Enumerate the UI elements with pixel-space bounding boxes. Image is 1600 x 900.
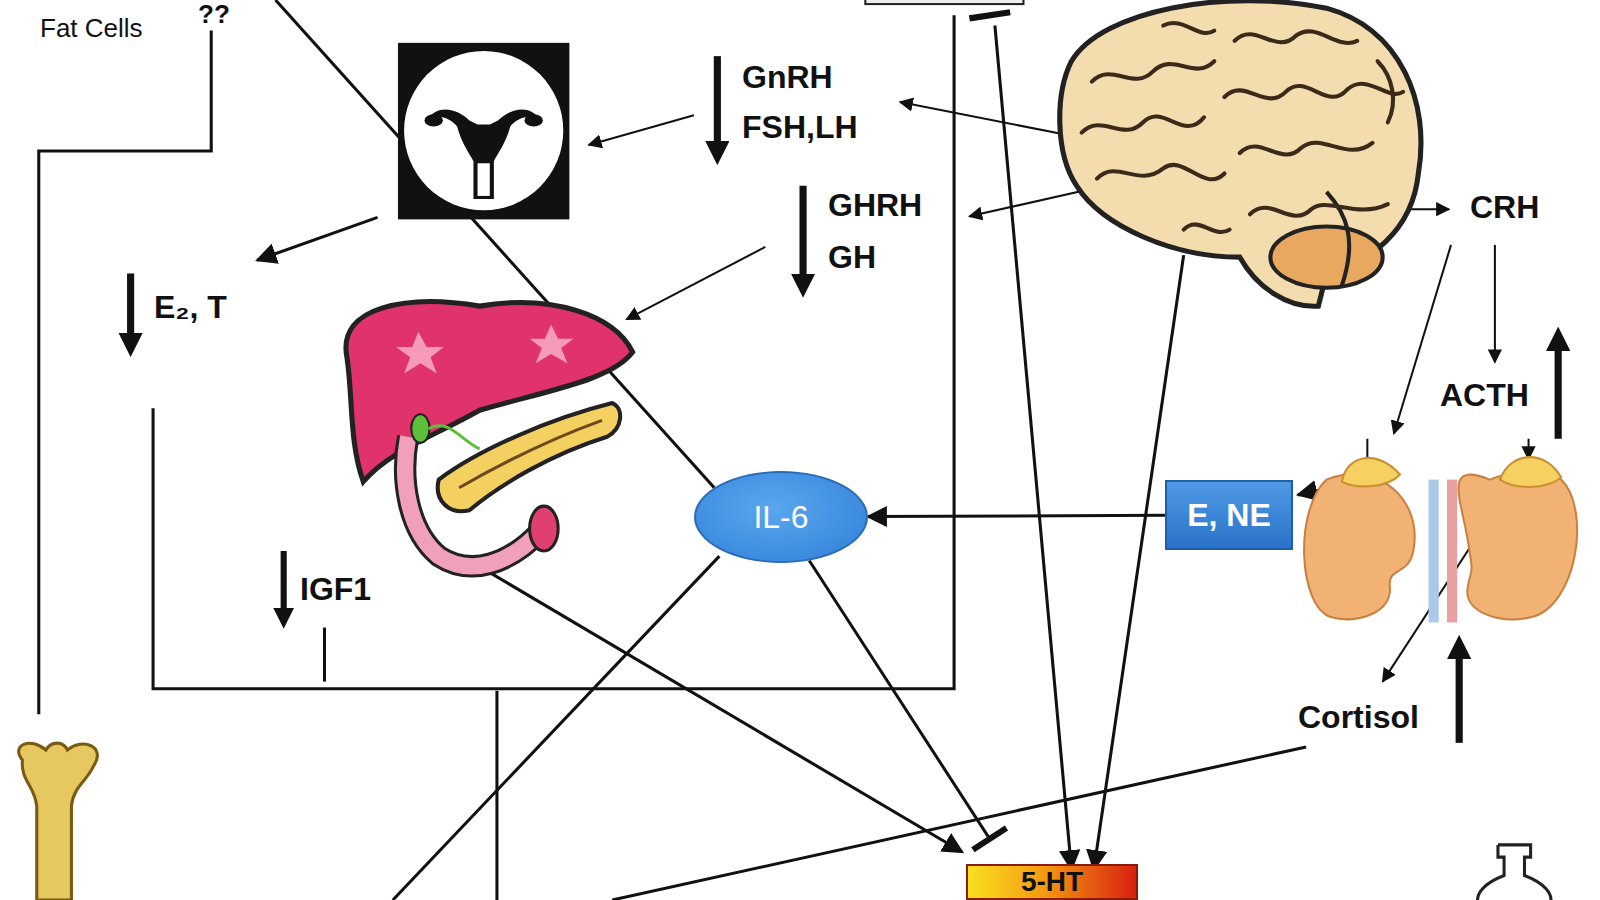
- bone-illustration: [19, 743, 98, 900]
- brain-illustration: [1060, 1, 1421, 307]
- fat-cells-label: Fat Cells: [38, 14, 145, 43]
- hormone-label: GnRH: [740, 60, 835, 95]
- hormone-label: Cortisol: [1296, 700, 1421, 735]
- connector: [809, 561, 1006, 850]
- hormone-label: E₂, T: [152, 290, 229, 325]
- neurotransmitter-box: 5-HT: [966, 864, 1138, 900]
- adrenal-kidney-illustration: [1304, 457, 1577, 622]
- hormone-label: GH: [826, 240, 878, 275]
- connector: [868, 515, 1165, 516]
- hormone-label: FSH,LH: [740, 110, 860, 145]
- node-text: E, NE: [1187, 497, 1271, 534]
- bottle-icon: [1478, 845, 1551, 900]
- hormone-box: E, NE: [1165, 480, 1293, 550]
- hormone-label: ACTH: [1438, 378, 1531, 413]
- cytokine-ellipse: IL-6: [694, 471, 868, 563]
- node-text: 5-HT: [1021, 866, 1083, 898]
- hormone-label: IGF1: [298, 572, 373, 607]
- hormone-label: CRH: [1468, 190, 1541, 225]
- hormone-label: GHRH: [826, 188, 924, 223]
- wires: [39, 0, 1558, 900]
- question-marks: ??: [196, 0, 232, 29]
- node-text: IL-6: [753, 499, 808, 536]
- liver-pancreas-illustration: [346, 302, 633, 567]
- partial-box: [865, 0, 1023, 4]
- uterus-icon: [398, 43, 569, 220]
